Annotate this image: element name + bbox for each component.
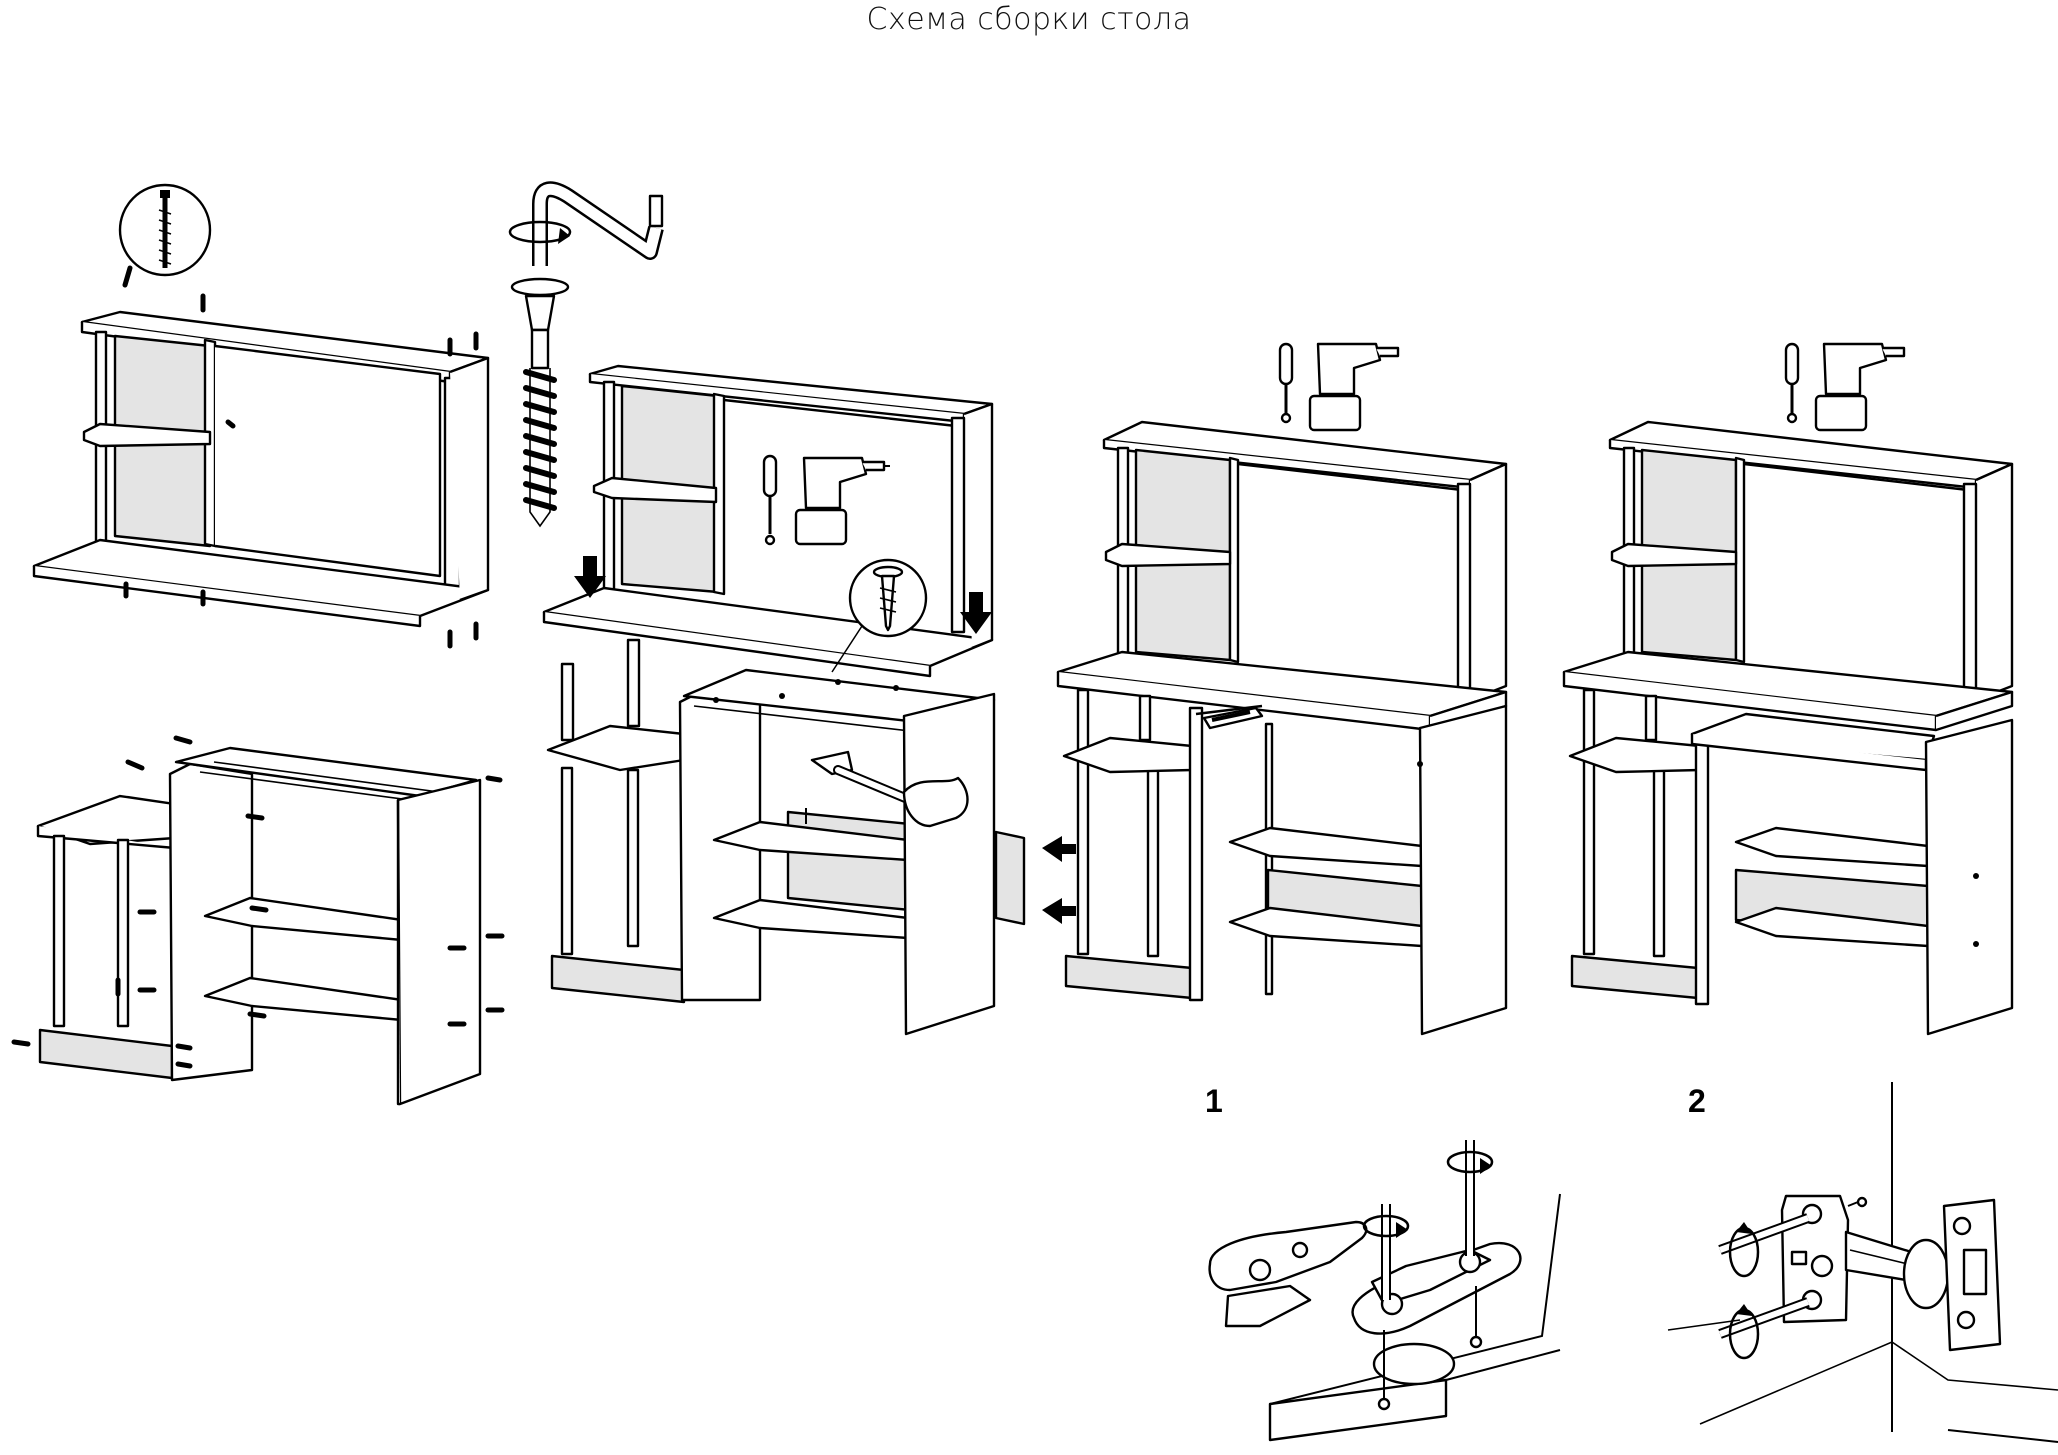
push-arrow-icon — [574, 556, 606, 598]
step-b-base — [546, 638, 1076, 1036]
push-arrow-icon — [960, 592, 992, 634]
rotate-arrow-icon — [1362, 1214, 1410, 1238]
wood-screw-icon — [831, 558, 928, 673]
step-label-2: 2 — [1688, 1083, 1706, 1119]
screwdriver-icon — [1784, 342, 1800, 386]
step-label-1: 1 — [1205, 1083, 1223, 1119]
drill-tools-c — [1278, 342, 1400, 432]
hinge-detail-2 — [1667, 1082, 2058, 1443]
drill-tools-d — [1784, 342, 1906, 432]
hinge-detail-1 — [1208, 1140, 1561, 1442]
hex-key-icon — [532, 181, 664, 266]
page-title: Схема сборки стола — [866, 2, 1192, 37]
desk-assembled-c — [1056, 342, 1508, 1036]
drill-icon — [1308, 342, 1400, 432]
rotate-arrow-icon — [1446, 1150, 1494, 1174]
rotate-arrow-icon — [508, 220, 572, 244]
rotate-arrow-icon — [1728, 1226, 1760, 1278]
desk-base-exploded — [11, 735, 505, 1106]
drill-icon — [794, 456, 890, 546]
screwdriver-icon — [1278, 342, 1294, 386]
hutch-exploded — [32, 183, 490, 649]
drill-icon — [1814, 342, 1906, 432]
push-arrow-icon — [1042, 836, 1076, 862]
screw-detail-icon — [118, 183, 212, 288]
hammer-icon — [805, 750, 969, 828]
confirmat-screw-icon — [510, 277, 570, 528]
step-b-hutch — [542, 364, 994, 678]
desk-assembled-d — [1562, 342, 2014, 1036]
screwdriver-icon — [762, 454, 778, 546]
push-arrow-icon — [1042, 898, 1076, 924]
